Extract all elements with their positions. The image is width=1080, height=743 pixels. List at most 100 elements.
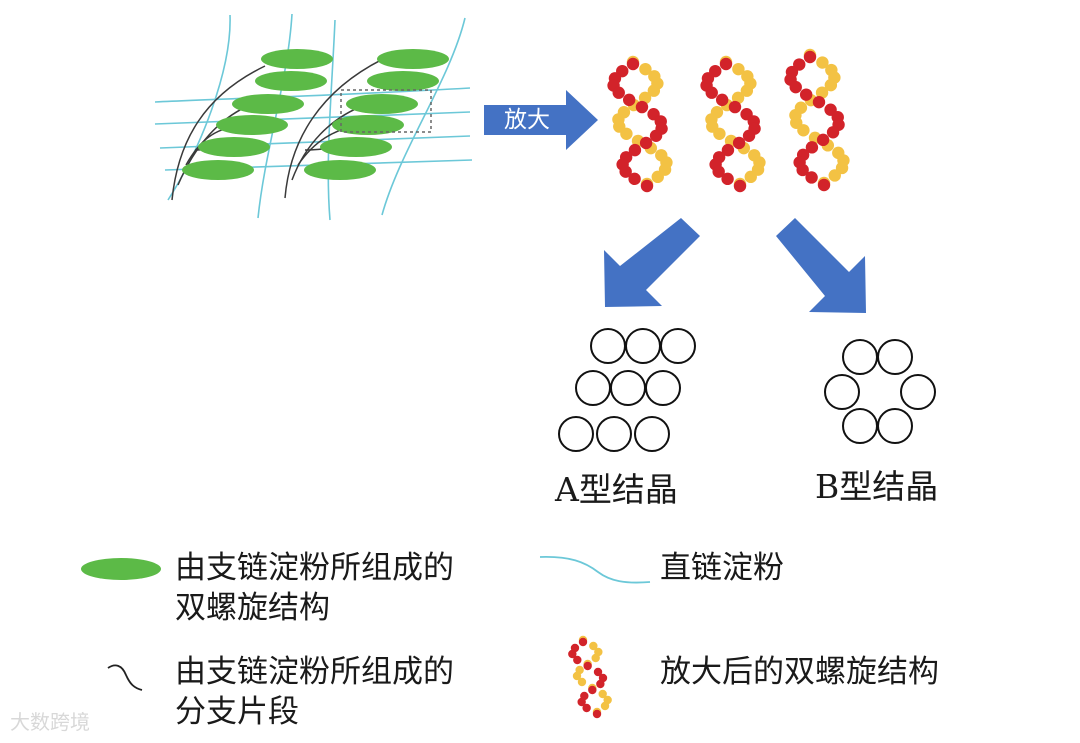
helix-bead [732,62,745,76]
magnify-label: 放大 [504,107,550,133]
arrow-down-left-icon [604,218,700,307]
helix-bead [647,84,661,97]
helix-bead [573,655,582,665]
crystal-circle [596,416,632,452]
helix-bead [712,165,725,178]
helix-bead [721,143,735,157]
magnify-arrow-icon [484,90,598,150]
helix-bead [612,86,625,99]
helix-bead [733,179,747,193]
helix-bead [732,136,746,150]
legend-item-magnified-helix: 放大后的双螺旋结构 [660,652,939,692]
crystal-circle [877,408,913,444]
legend-text-line: 由支链淀粉所组成的 [175,654,454,690]
helix-bead [721,172,734,186]
helix-bead [649,129,663,142]
helix-bead [713,127,726,140]
helix-bead [639,136,653,150]
a-type-caption: A型结晶 [555,470,678,509]
crystal-circle [900,374,936,410]
watermark: 大数跨境 [10,710,90,734]
helix-bead [577,677,587,687]
legend-text-line: 双螺旋结构 [175,590,330,626]
helix-bead [593,667,603,677]
helix-bead [568,649,577,659]
helix-bead [824,78,838,92]
helix-bead [572,671,582,681]
legend-branch-icon [107,664,143,691]
helix-bead [600,701,610,711]
helix-bead [577,697,586,707]
legend-text-line: 分支片段 [175,694,299,730]
helix-bead [796,163,809,177]
helix-bead [592,709,602,719]
helix-bead [596,679,605,689]
helix-bead [620,127,633,140]
crystal-circle [558,416,594,452]
legend-ellipse-icon [81,558,161,580]
helix-bead [805,141,819,154]
crystal-circle [842,408,878,444]
helix-bead [598,689,607,699]
helix-bead [742,129,756,142]
legend-text-line: 直链淀粉 [660,550,784,586]
zoom-selection-box [340,89,432,133]
b-type-caption: B型结晶 [815,467,939,506]
helix-bead [816,133,830,147]
helix-bead [628,172,641,186]
legend-item-amylopectin-helix: 由支链淀粉所组成的 双螺旋结构 [175,548,454,628]
helix-bead [812,95,826,109]
crystal-circle [660,328,696,364]
helix-bead [583,661,592,671]
helix-bead [626,57,640,71]
granule-schematic [154,13,473,221]
b-type-crystal [824,339,936,444]
helix-bead [635,100,649,114]
double-helix-ellipses [182,49,449,180]
helix-bead [744,170,757,184]
helix-bead [582,703,591,713]
helix-bead [816,56,829,69]
crystal-circle [877,339,913,375]
a-type-crystal [558,328,696,452]
legend-text-line: 由支链淀粉所组成的 [175,550,454,586]
helix-bead [815,86,829,99]
helix-bead [797,124,810,137]
legend-amylose-icon [539,556,651,584]
crystal-circle [842,339,878,375]
helix-bead [591,653,600,663]
helix-bead [805,171,818,184]
crystal-circle [824,374,860,410]
crystal-circle [645,370,681,406]
helix-bead [728,100,742,114]
helix-bead [619,165,632,178]
helix-bead [740,84,754,97]
helix-bead [640,179,654,193]
helix-bead [589,641,598,651]
helix-bead [628,143,642,157]
helix-bead [651,170,664,184]
helix-bead [719,57,733,71]
legend-item-branch-segment: 由支链淀粉所组成的 分支片段 [175,652,454,732]
crystal-circle [610,370,646,406]
legend-text-line: 放大后的双螺旋结构 [660,654,939,690]
arrow-down-right-icon [776,218,866,313]
helix-bead [803,50,817,64]
helix-bead [799,88,813,101]
helix-bead [715,93,729,107]
crystal-circle [575,370,611,406]
helix-bead [828,169,841,182]
legend-helix-icon [568,635,612,719]
helix-bead [622,93,636,107]
crystal-circle [625,328,661,364]
legend-item-amylose: 直链淀粉 [660,548,784,588]
helix-bead [826,126,840,139]
crystal-circle [590,328,626,364]
helix-bead [817,178,831,192]
helix-bead [578,637,588,647]
helix-bead [705,86,718,99]
helix-bead [789,80,802,94]
crystal-circle [634,416,670,452]
magnified-helices [607,48,850,193]
